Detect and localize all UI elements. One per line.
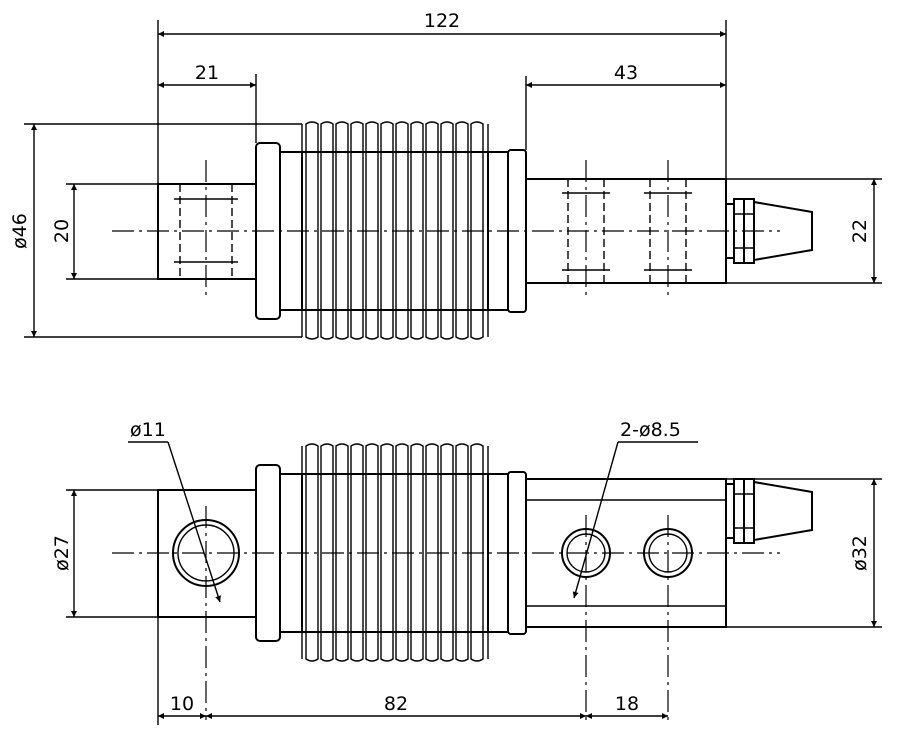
dim-flange-diameter: ø46 (9, 213, 31, 249)
dim-right-height: ø32 (849, 535, 871, 571)
left-end-block (157, 183, 257, 280)
dim-right-end-height: 22 (849, 219, 871, 243)
top-view: 122 21 43 ø46 20 22 (9, 10, 882, 340)
right-mount-block (525, 478, 727, 628)
dim-left-height: ø27 (51, 535, 73, 571)
dim-left-end-length: 21 (195, 62, 219, 84)
dim-mount-hole-pitch: 18 (615, 693, 639, 715)
dim-left-end-height: 20 (51, 219, 73, 243)
bellows-bottom (301, 443, 489, 662)
dim-hole-diameter: ø11 (130, 419, 166, 441)
bottom-view: ø11 2-ø8.5 ø27 ø32 10 82 18 (51, 419, 882, 725)
dim-right-end-length: 43 (614, 62, 638, 84)
cable-gland-bottom (725, 478, 813, 544)
dim-hole-spacing: 82 (384, 693, 408, 715)
right-end-block (525, 178, 727, 284)
dim-edge-to-hole: 10 (170, 693, 194, 715)
dim-overall-length: 122 (424, 10, 460, 32)
cable-gland (725, 198, 813, 264)
dim-mount-holes: 2-ø8.5 (620, 419, 681, 441)
